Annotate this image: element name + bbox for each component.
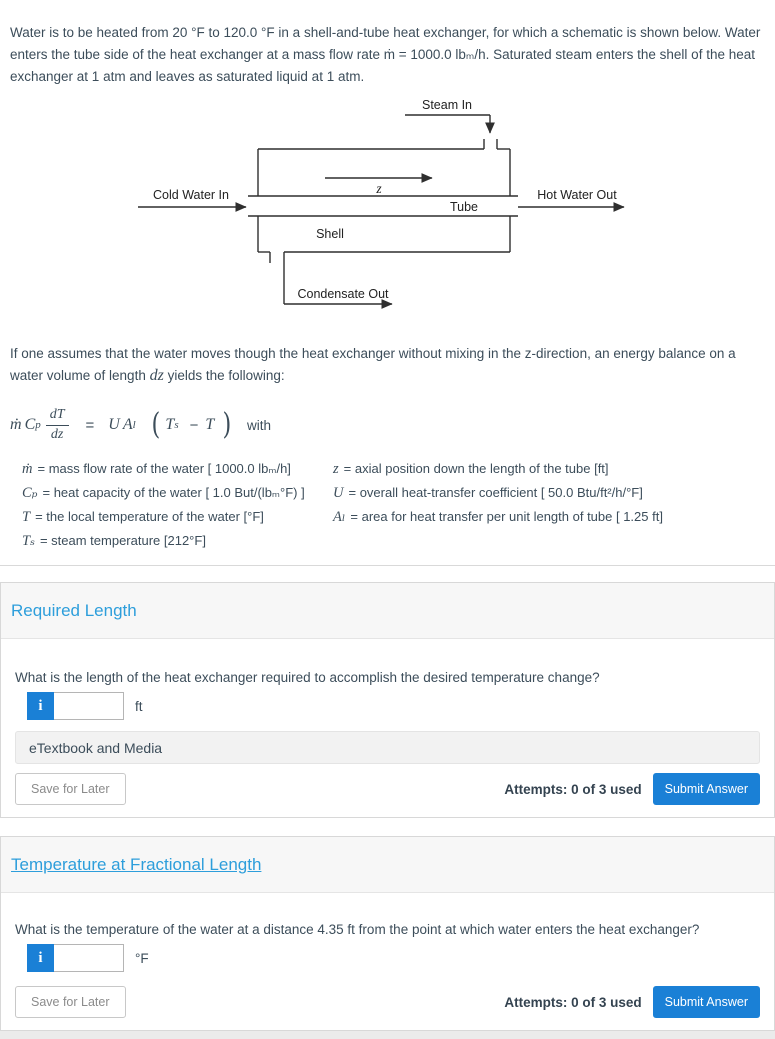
attempts-label: Attempts: 0 of 3 used — [504, 994, 642, 1010]
var-description: = axial position down the length of the … — [343, 461, 609, 476]
var-description: = mass flow rate of the water [ 1000.0 l… — [37, 461, 291, 476]
diagram-labels: Steam In Cold Water In Hot Water Out z T… — [153, 98, 617, 301]
submit-answer-button[interactable]: Submit Answer — [652, 773, 760, 805]
hot-water-out-label: Hot Water Out — [537, 188, 617, 202]
var-symbol: z — [333, 461, 339, 477]
Ts-symbol: T — [165, 416, 175, 433]
definition-row: Aₗ = area for heat transfer per unit leng… — [333, 505, 765, 529]
var-description: = area for heat transfer per unit length… — [350, 509, 663, 524]
definition-row: U = overall heat-transfer coefficient [ 5… — [333, 481, 765, 505]
temperature-fractional-body: What is the temperature of the water at … — [1, 893, 774, 1030]
tube-label: Tube — [450, 200, 478, 214]
definition-row: T = the local temperature of the water [°… — [22, 505, 333, 529]
temperature-answer-input[interactable] — [54, 944, 124, 972]
A-subscript: l — [132, 419, 136, 431]
equals-sign: = — [85, 416, 95, 434]
required-length-card: Required Length What is the length of th… — [0, 582, 775, 818]
length-answer-input[interactable] — [54, 692, 124, 720]
with-label: with — [247, 417, 272, 433]
var-symbol: T — [22, 509, 31, 525]
var-description: = steam temperature [212°F] — [39, 533, 206, 548]
fraction-denominator: dz — [50, 426, 64, 442]
cp-symbol: C — [24, 416, 36, 433]
Ts-subscript: s — [174, 419, 179, 431]
assumption-text: If one assumes that the water moves thou… — [10, 343, 765, 387]
definition-row: ṁ = mass flow rate of the water [ 1000.0 … — [22, 457, 333, 481]
submit-answer-button[interactable]: Submit Answer — [652, 986, 760, 1018]
heat-exchanger-diagram: Steam In Cold Water In Hot Water Out z T… — [0, 92, 775, 317]
mdot-symbol: ṁ — [10, 416, 22, 433]
condensate-out-label: Condensate Out — [297, 287, 389, 301]
save-for-later-button[interactable]: Save for Later — [15, 773, 126, 805]
section-title-temperature-fractional[interactable]: Temperature at Fractional Length — [11, 854, 262, 874]
temperature-fractional-header: Temperature at Fractional Length — [1, 837, 774, 893]
definition-row: Cₚ = heat capacity of the water [ 1.0 But… — [22, 481, 333, 505]
temperature-fractional-length-card: Temperature at Fractional Length What is… — [0, 836, 775, 1031]
assumption-pre: If one assumes that the water moves thou… — [10, 346, 736, 383]
var-symbol: Tₛ — [22, 533, 35, 549]
actions-row: Save for Later Attempts: 0 of 3 used Sub… — [15, 986, 760, 1018]
save-for-later-button[interactable]: Save for Later — [15, 986, 126, 1018]
dz-symbol: dz — [149, 367, 164, 384]
actions-right: Attempts: 0 of 3 used Submit Answer — [504, 773, 760, 805]
answer-row: i °F — [15, 944, 760, 972]
problem-statement-card: Water is to be heated from 20 °F to 120.… — [0, 25, 775, 566]
required-length-question: What is the length of the heat exchanger… — [15, 670, 600, 685]
cold-water-in-label: Cold Water In — [153, 188, 229, 202]
definition-row: Tₛ = steam temperature [212°F] — [22, 529, 333, 553]
var-description: = heat capacity of the water [ 1.0 But/(… — [42, 485, 305, 500]
z-axis-label: z — [375, 181, 382, 196]
var-symbol: U — [333, 485, 344, 501]
var-symbol: ṁ — [22, 461, 33, 477]
var-symbol: Aₗ — [333, 509, 346, 525]
page-background-strip — [0, 1031, 775, 1039]
info-button[interactable]: i — [27, 692, 54, 720]
diagram-lines — [138, 114, 625, 309]
info-button[interactable]: i — [27, 944, 54, 972]
section-title-required-length[interactable]: Required Length — [11, 600, 137, 620]
assumption-post: yields the following: — [167, 368, 285, 383]
dT-dz-fraction: dT dz — [45, 407, 69, 442]
required-length-header: Required Length — [1, 583, 774, 639]
var-description: = overall heat-transfer coefficient [ 50… — [348, 485, 643, 500]
variable-definitions: ṁ = mass flow rate of the water [ 1000.0 … — [10, 457, 765, 553]
actions-right: Attempts: 0 of 3 used Submit Answer — [504, 986, 760, 1018]
temperature-question: What is the temperature of the water at … — [15, 922, 700, 937]
var-description: = the local temperature of the water [°F… — [35, 509, 264, 524]
etextbook-accordion[interactable]: eTextbook and Media — [15, 731, 760, 764]
definition-row: z = axial position down the length of the… — [333, 457, 765, 481]
fraction-numerator: dT — [45, 407, 69, 426]
definitions-left-column: ṁ = mass flow rate of the water [ 1000.0 … — [22, 457, 333, 553]
minus-sign: − — [189, 416, 199, 434]
steam-in-label: Steam In — [422, 98, 472, 112]
required-length-body: What is the length of the heat exchanger… — [1, 639, 774, 817]
attempts-label: Attempts: 0 of 3 used — [504, 781, 642, 797]
A-symbol: A — [122, 416, 133, 433]
heat-exchanger-schematic: Steam In Cold Water In Hot Water Out z T… — [138, 98, 625, 309]
var-symbol: Cₚ — [22, 485, 38, 501]
definitions-right-column: z = axial position down the length of the… — [333, 457, 765, 553]
etextbook-label: eTextbook and Media — [29, 739, 163, 756]
unit-label-ft: ft — [135, 698, 143, 714]
U-symbol: U — [108, 416, 120, 433]
unit-label-degF: °F — [135, 950, 149, 966]
answer-row: i ft — [15, 692, 760, 720]
cp-subscript: p — [35, 419, 41, 431]
T-symbol: T — [205, 416, 215, 433]
shell-label: Shell — [316, 227, 344, 241]
problem-intro-text: Water is to be heated from 20 °F to 120.… — [10, 25, 761, 84]
actions-row: Save for Later Attempts: 0 of 3 used Sub… — [15, 773, 760, 805]
